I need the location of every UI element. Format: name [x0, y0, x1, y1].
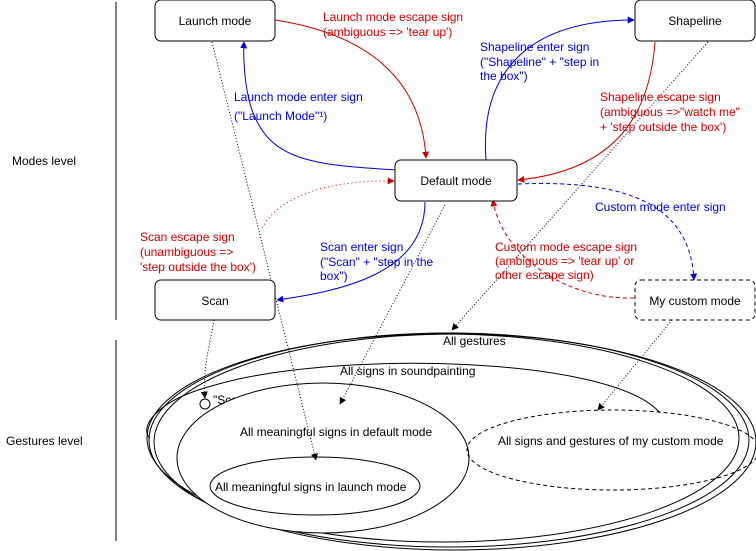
edge-shapeline-enter — [484, 16, 635, 161]
set-all-gestures-label: All gestures — [443, 334, 506, 348]
edge-launch-escape-label: Launch mode escape sign (ambiguous => 't… — [323, 10, 466, 39]
edge-custom-enter — [517, 183, 698, 281]
set-all-soundpainting — [146, 362, 661, 439]
node-scan[interactable]: Scan — [154, 279, 276, 321]
set-launch-meaningful-label: All meaningful signs in launch mode — [215, 480, 407, 494]
set-all-gestures-outline-2 — [148, 332, 750, 548]
map-custom-to-custom-signs — [597, 319, 673, 411]
edge-shapeline-escape — [517, 41, 656, 183]
edge-launch-enter — [240, 41, 398, 171]
node-my-custom-mode-label: My custom mode — [649, 294, 741, 308]
scan-sign-point — [199, 398, 211, 410]
node-default-mode[interactable]: Default mode — [394, 159, 518, 202]
node-launch-mode-label: Launch mode — [179, 14, 252, 28]
edge-scan-enter-label: Scan enter sign ("Scan" + "step in the b… — [320, 240, 437, 283]
edge-scan-escape — [261, 177, 395, 229]
map-shapeline-to-all-gestures — [451, 41, 709, 331]
edge-custom-enter-label: Custom mode enter sign — [595, 200, 726, 214]
set-all-soundpainting-label: All signs in soundpainting — [340, 364, 475, 378]
edge-custom-escape — [490, 199, 635, 299]
set-all-gestures — [153, 333, 756, 551]
node-my-custom-mode[interactable]: My custom mode — [634, 279, 756, 321]
node-shapeline-label: Shapeline — [668, 14, 722, 28]
edge-launch-escape — [274, 19, 430, 159]
gestures-level-label: Gestures level — [6, 434, 83, 448]
set-custom-signs — [466, 409, 756, 491]
edge-scan-enter — [276, 201, 426, 303]
node-shapeline[interactable]: Shapeline — [634, 0, 756, 42]
edge-scan-escape-label: Scan escape sign (unambiguous => 'step o… — [140, 230, 256, 274]
edge-launch-enter-label: Launch mode enter sign ("Launch Mode"¹) — [234, 90, 366, 123]
set-default-meaningful-label: All meaningful signs in default mode — [240, 425, 432, 439]
edge-shapeline-enter-label: Shapeline enter sign ("Shapeline" + "ste… — [480, 40, 603, 83]
node-launch-mode[interactable]: Launch mode — [154, 0, 276, 42]
edge-custom-escape-label: Custom mode escape sign (ambiguous => 't… — [495, 240, 640, 282]
node-default-mode-label: Default mode — [420, 174, 492, 188]
node-scan-label: Scan — [201, 294, 228, 308]
edge-shapeline-escape-label: Shapeline escape sign (ambiguous =>"watc… — [600, 90, 743, 134]
set-custom-signs-label: All signs and gestures of my custom mode — [498, 434, 724, 448]
modes-level-label: Modes level — [12, 154, 76, 168]
